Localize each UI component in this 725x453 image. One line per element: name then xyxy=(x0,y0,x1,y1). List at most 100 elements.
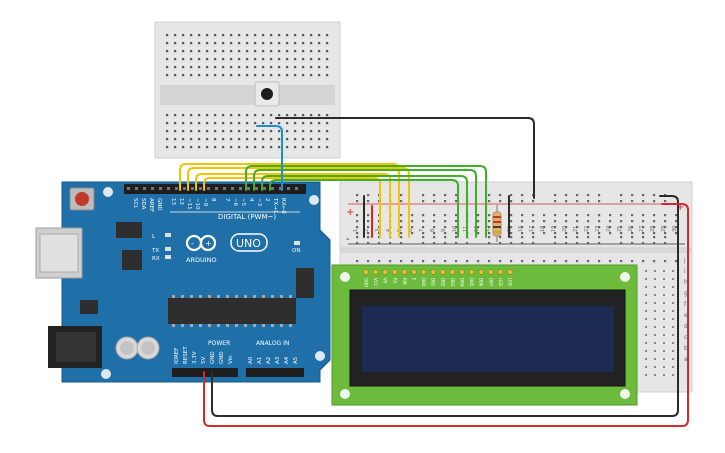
analog-pin-label: A2 xyxy=(266,357,272,364)
lcd-pin-label: RS xyxy=(392,278,397,284)
lcd-pin[interactable] xyxy=(382,269,388,275)
tx-led xyxy=(165,247,171,251)
analog-pin-label: A3 xyxy=(275,356,281,364)
lcd-pin-label: LED xyxy=(508,278,513,286)
potentiometer[interactable] xyxy=(254,81,280,107)
lcd-pin-label: V0 xyxy=(383,278,388,284)
row-letter: a xyxy=(684,356,688,363)
column-number: 22 xyxy=(584,226,590,232)
lcd-pin[interactable] xyxy=(430,269,436,275)
column-number: 29 xyxy=(661,226,667,232)
power-pin-label: 5V xyxy=(201,357,207,364)
column-number: 18 xyxy=(540,226,546,232)
rx-led xyxy=(165,255,171,259)
lcd-pin[interactable] xyxy=(401,269,408,275)
lcd-pin[interactable] xyxy=(507,269,513,275)
lcd-pin[interactable] xyxy=(411,269,417,275)
lcd-pin[interactable] xyxy=(468,269,475,275)
lcd-pin-label: DB3 xyxy=(450,278,455,287)
lcd-pin[interactable] xyxy=(497,269,504,275)
usb-port xyxy=(35,227,83,279)
svg-text:UNO: UNO xyxy=(236,237,261,250)
lcd-pin[interactable] xyxy=(459,269,465,275)
wire-green-1 xyxy=(245,165,487,238)
power-pin-label: 3.3V xyxy=(192,351,198,364)
lcd-pin-label: RW xyxy=(402,278,407,285)
analog-in-label: ANALOG IN xyxy=(256,340,289,347)
rail-plus-label: + xyxy=(346,207,354,218)
digital-header-label: DIGITAL (PWM~) xyxy=(218,213,276,221)
column-number: 7 xyxy=(419,229,425,232)
digital-pin-label: 4 xyxy=(248,198,254,202)
dc-power-jack xyxy=(48,326,102,368)
reset-button[interactable] xyxy=(69,187,95,211)
lcd-pin[interactable] xyxy=(449,269,456,275)
row-letter: f xyxy=(684,301,687,308)
resistor[interactable] xyxy=(492,205,502,242)
analog-pin-label: A4 xyxy=(284,356,290,364)
rail-plus-label-right: + xyxy=(676,202,684,213)
column-number: 19 xyxy=(551,226,557,232)
digital-pin-label: 2 xyxy=(264,198,270,202)
lcd-screen xyxy=(362,306,614,372)
digital-pin-label: SDA xyxy=(140,198,146,210)
row-letter: i xyxy=(684,268,686,275)
row-letter: e xyxy=(684,312,688,319)
wire-green-2 xyxy=(253,169,477,238)
column-number: 23 xyxy=(595,226,601,232)
digital-header[interactable] xyxy=(124,184,306,194)
lcd-pin[interactable] xyxy=(372,269,379,275)
row-letter: d xyxy=(684,323,688,330)
column-number: 30 xyxy=(672,226,678,232)
digital-pin-label: 13 xyxy=(170,198,176,205)
column-number: 2 xyxy=(364,229,370,232)
rx-led-label: RX xyxy=(152,256,160,262)
wires xyxy=(179,117,689,427)
mini-breadboard-holes xyxy=(166,34,329,149)
on-led-label: ON xyxy=(292,248,300,254)
lcd-pin-label: DB4 xyxy=(460,278,465,287)
wire-yellow-2 xyxy=(187,167,410,238)
column-number: 10 xyxy=(452,226,458,232)
uno-badge: UNO xyxy=(230,233,268,252)
digital-pin-label: ~3 xyxy=(256,198,262,207)
lcd-pin-label: GND xyxy=(364,278,369,287)
analog-pin-label: A5 xyxy=(293,356,299,364)
lcd-pin[interactable] xyxy=(440,269,446,275)
column-number: 8 xyxy=(430,229,436,232)
column-number: 9 xyxy=(441,229,447,232)
microcontroller-chip xyxy=(168,295,296,327)
power-pin-label: GND xyxy=(210,351,216,364)
lcd-pin[interactable] xyxy=(420,269,427,275)
rail-minus-label: - xyxy=(346,234,350,245)
column-number: 3 xyxy=(375,229,381,232)
column-number: 28 xyxy=(650,226,656,232)
lcd-pin[interactable] xyxy=(478,269,484,275)
digital-pin-label: ~5 xyxy=(240,198,246,207)
mini-breadboard[interactable] xyxy=(154,21,341,159)
digital-pin-label: 12 xyxy=(178,198,184,205)
power-pin-label: Vin xyxy=(228,355,234,364)
digital-pin-label: GND xyxy=(156,198,162,211)
lcd-pin-pads xyxy=(363,269,513,275)
digital-pin-label: AREF xyxy=(148,198,154,212)
lcd-pin-label: DB2 xyxy=(440,278,445,287)
lcd-pin[interactable] xyxy=(488,269,494,275)
row-letter: j xyxy=(683,257,686,264)
lcd-pin[interactable] xyxy=(392,269,398,275)
tx-led-label: TX xyxy=(151,248,159,254)
analog-header[interactable] xyxy=(246,368,304,377)
lcd-pin-label: VCC xyxy=(373,278,378,287)
row-letter: h xyxy=(684,279,688,286)
lcd-pin-label: DB5 xyxy=(469,278,474,287)
lcd-pin-label: DB0 xyxy=(421,278,426,287)
lcd-pin-label: E xyxy=(412,278,417,281)
lcd-pin[interactable] xyxy=(363,269,369,275)
wire-yellow-4 xyxy=(203,177,381,238)
column-number: 20 xyxy=(562,226,568,232)
column-number: 16 xyxy=(518,226,524,232)
power-pin-label: RESET xyxy=(183,346,189,364)
